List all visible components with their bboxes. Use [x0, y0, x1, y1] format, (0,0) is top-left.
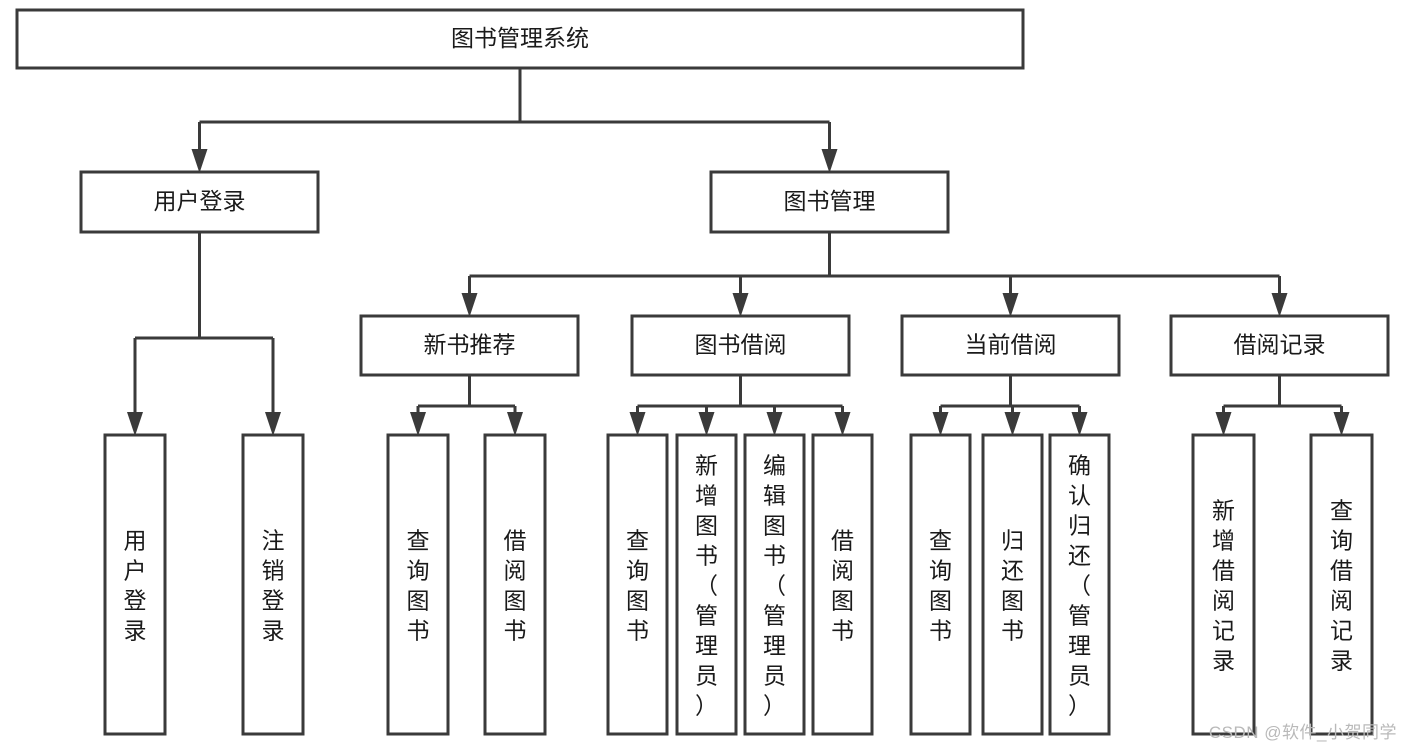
node-leaf-confirm-return-admin[interactable]: 确认归还（管理员） [1048, 433, 1111, 736]
arrow-head-user-login-0 [127, 412, 143, 436]
node-leaf-edit-book-admin[interactable]: 编辑图书（管理员） [743, 433, 806, 736]
node-borrow-record[interactable]: 借阅记录 [1169, 314, 1390, 377]
connector-group-user-login [127, 232, 281, 436]
node-label-current-borrow: 当前借阅 [965, 332, 1057, 358]
node-book-manage[interactable]: 图书管理 [709, 170, 950, 234]
node-box-new-book-recommend [359, 314, 580, 377]
node-label-leaf-query-book-borrow: 查询图书 [626, 528, 649, 644]
node-leaf-user-login[interactable]: 用户登录 [103, 433, 167, 736]
connector-group-book-manage [461, 232, 1288, 317]
node-box-leaf-confirm-return-admin [1048, 433, 1111, 736]
node-leaf-query-book-borrow[interactable]: 查询图书 [606, 433, 669, 736]
arrow-head-book-borrow-1 [698, 412, 715, 436]
node-leaf-query-borrow-record[interactable]: 查询借阅记录 [1309, 433, 1374, 736]
node-box-leaf-query-book-current [909, 433, 972, 736]
node-box-borrow-record [1169, 314, 1390, 377]
node-box-leaf-borrow-book-recommend [483, 433, 547, 736]
node-layer: 图书管理系统用户登录图书管理新书推荐图书借阅当前借阅借阅记录用户登录注销登录查询… [15, 8, 1390, 736]
node-box-leaf-query-book-borrow [606, 433, 669, 736]
arrow-head-current-borrow-2 [1071, 412, 1088, 436]
node-box-leaf-edit-book-admin [743, 433, 806, 736]
node-label-leaf-return-book: 归还图书 [1001, 528, 1024, 644]
node-label-book-borrow: 图书借阅 [695, 332, 787, 358]
arrow-head-book-manage-2 [1002, 293, 1019, 317]
node-book-borrow[interactable]: 图书借阅 [630, 314, 851, 377]
node-new-book-recommend[interactable]: 新书推荐 [359, 314, 580, 377]
node-root[interactable]: 图书管理系统 [15, 8, 1025, 70]
node-label-root: 图书管理系统 [451, 25, 589, 51]
node-label-leaf-borrow-book-recommend: 借阅图书 [504, 528, 527, 644]
node-label-borrow-record: 借阅记录 [1234, 332, 1326, 358]
node-box-current-borrow [900, 314, 1121, 377]
arrow-head-book-manage-3 [1271, 293, 1288, 317]
node-box-leaf-borrow-book [811, 433, 874, 736]
arrow-head-book-manage-0 [461, 293, 478, 317]
connector-layer [127, 68, 1350, 436]
node-leaf-query-book-current[interactable]: 查询图书 [909, 433, 972, 736]
node-label-leaf-edit-book-admin: 编辑图书（管理员） [763, 453, 786, 719]
node-box-book-manage [709, 170, 950, 234]
connector-group-book-borrow [629, 375, 851, 436]
node-box-root [15, 8, 1025, 70]
node-box-leaf-add-book-admin [675, 433, 738, 736]
node-label-leaf-add-book-admin: 新增图书（管理员） [695, 453, 718, 719]
node-label-book-manage: 图书管理 [784, 188, 876, 214]
node-box-leaf-return-book [981, 433, 1044, 736]
arrow-head-book-borrow-0 [629, 412, 646, 436]
node-box-book-borrow [630, 314, 851, 377]
node-leaf-borrow-book-recommend[interactable]: 借阅图书 [483, 433, 547, 736]
connector-group-root [191, 68, 838, 173]
arrow-head-current-borrow-0 [932, 412, 949, 436]
arrow-head-borrow-record-1 [1333, 412, 1350, 436]
arrow-head-current-borrow-1 [1004, 412, 1021, 436]
node-label-leaf-query-borrow-record: 查询借阅记录 [1330, 498, 1353, 674]
arrow-head-new-book-recommend-1 [507, 412, 523, 436]
node-box-leaf-user-login [103, 433, 167, 736]
node-label-leaf-user-logout: 注销登录 [262, 528, 285, 644]
node-leaf-borrow-book[interactable]: 借阅图书 [811, 433, 874, 736]
connector-group-new-book-recommend [410, 375, 523, 436]
arrow-head-root-1 [821, 149, 838, 173]
node-label-leaf-user-login: 用户登录 [124, 528, 147, 644]
node-label-leaf-confirm-return-admin: 确认归还（管理员） [1068, 453, 1091, 719]
arrow-head-book-borrow-3 [834, 412, 851, 436]
node-current-borrow[interactable]: 当前借阅 [900, 314, 1121, 377]
node-user-login[interactable]: 用户登录 [79, 170, 320, 234]
node-box-leaf-query-borrow-record [1309, 433, 1374, 736]
connector-group-current-borrow [932, 375, 1088, 436]
arrow-head-book-manage-1 [732, 293, 749, 317]
node-label-new-book-recommend: 新书推荐 [424, 332, 516, 358]
node-leaf-add-book-admin[interactable]: 新增图书（管理员） [675, 433, 738, 736]
node-box-leaf-query-book-recommend [386, 433, 450, 736]
connector-group-borrow-record [1215, 375, 1350, 436]
node-box-leaf-add-borrow-record [1191, 433, 1256, 736]
node-label-leaf-query-book-recommend: 查询图书 [407, 528, 430, 644]
node-box-leaf-user-logout [241, 433, 305, 736]
node-label-user-login: 用户登录 [154, 188, 246, 214]
arrow-head-new-book-recommend-0 [410, 412, 426, 436]
node-leaf-user-logout[interactable]: 注销登录 [241, 433, 305, 736]
node-box-user-login [79, 170, 320, 234]
node-label-leaf-add-borrow-record: 新增借阅记录 [1212, 498, 1235, 674]
node-leaf-query-book-recommend[interactable]: 查询图书 [386, 433, 450, 736]
node-leaf-add-borrow-record[interactable]: 新增借阅记录 [1191, 433, 1256, 736]
arrow-head-book-borrow-2 [766, 412, 783, 436]
node-label-leaf-borrow-book: 借阅图书 [831, 528, 854, 644]
node-leaf-return-book[interactable]: 归还图书 [981, 433, 1044, 736]
arrow-head-user-login-1 [265, 412, 281, 436]
arrow-head-borrow-record-0 [1215, 412, 1232, 436]
arrow-head-root-0 [191, 149, 208, 173]
node-label-leaf-query-book-current: 查询图书 [929, 528, 952, 644]
